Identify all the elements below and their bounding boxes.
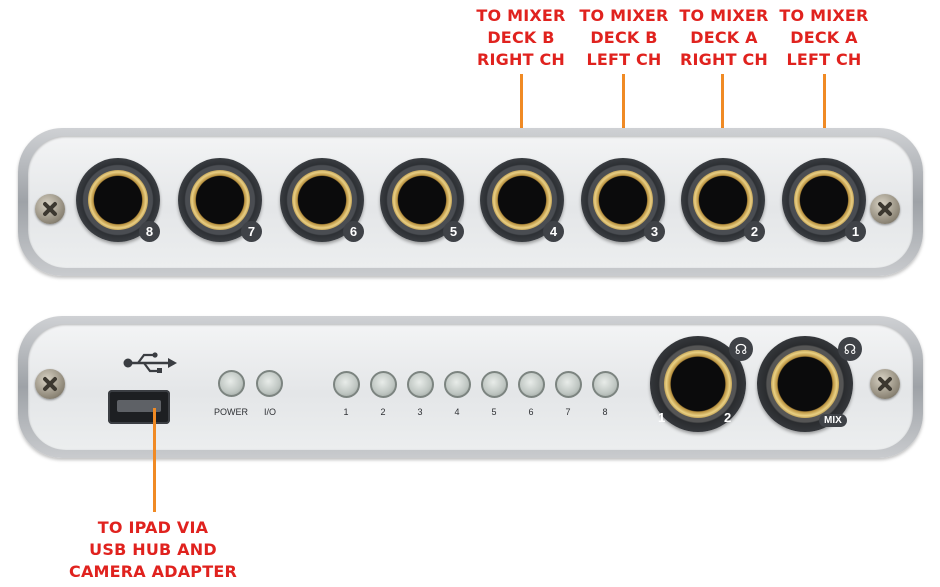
jack-socket [492,170,552,230]
output-jack-4[interactable]: 4 [480,158,564,242]
jack-number: 1 [845,221,866,242]
usb-icon [123,352,177,373]
channel-led-3 [407,371,434,398]
usb-port[interactable] [108,390,170,424]
jack-number: 4 [543,221,564,242]
callout-deck-a-right: TO MIXER DECK A RIGHT CH [670,5,778,71]
callout-line: RIGHT CH [476,50,565,69]
callout-deck-b-right: TO MIXER DECK B RIGHT CH [465,5,577,71]
callout-line: TO MIXER [779,6,869,25]
leader-line [153,408,156,512]
jack-socket [392,170,452,230]
channel-led-label: 7 [565,407,571,417]
channel-led-5 [481,371,508,398]
screw-icon [870,194,900,224]
callout-line: DECK B [590,28,658,47]
jack-socket [664,350,732,418]
power-led [218,370,245,397]
callout-line: USB HUB AND [89,540,217,559]
output-jack-7[interactable]: 7 [178,158,262,242]
headphone-icon: ☊ [729,337,753,361]
output-jack-6[interactable]: 6 [280,158,364,242]
io-label: I/O [263,407,276,417]
output-label-1: 1 [658,410,666,425]
headphone-icon: ☊ [838,337,862,361]
screw-icon [35,369,65,399]
output-jack-8[interactable]: 8 [76,158,160,242]
headphone-output-mix[interactable]: MIX [757,336,853,432]
jack-number: 2 [744,221,765,242]
jack-socket [593,170,653,230]
screw-icon [870,369,900,399]
callout-deck-a-left: TO MIXER DECK A LEFT CH [770,5,878,71]
screw-icon [35,194,65,224]
callout-usb: TO IPAD VIA USB HUB AND CAMERA ADAPTER [58,517,248,583]
channel-led-8 [592,371,619,398]
mix-badge: MIX [819,414,847,427]
jack-socket [771,350,839,418]
callout-line: RIGHT CH [679,50,768,69]
jack-number: 7 [241,221,262,242]
channel-led-label: 5 [491,407,497,417]
channel-led-4 [444,371,471,398]
callout-line: LEFT CH [786,50,862,69]
power-label: POWER [213,407,248,417]
callout-line: TO MIXER [679,6,769,25]
callout-line: TO MIXER [579,6,669,25]
jack-socket [292,170,352,230]
output-jack-5[interactable]: 5 [380,158,464,242]
callout-line: DECK B [487,28,555,47]
channel-led-2 [370,371,397,398]
callout-line: TO MIXER [476,6,566,25]
callout-line: DECK A [790,28,858,47]
output-jack-2[interactable]: 2 [681,158,765,242]
jack-number: 3 [644,221,665,242]
callout-line: DECK A [690,28,758,47]
callout-line: LEFT CH [586,50,662,69]
channel-led-7 [555,371,582,398]
channel-led-label: 4 [454,407,460,417]
jack-socket [693,170,753,230]
output-jack-3[interactable]: 3 [581,158,665,242]
jack-socket [794,170,854,230]
channel-led-label: 3 [417,407,423,417]
channel-led-label: 1 [343,407,349,417]
output-label-2: 2 [724,410,732,425]
channel-led-label: 2 [380,407,386,417]
jack-number: 5 [443,221,464,242]
output-jack-1[interactable]: 1 [782,158,866,242]
channel-led-label: 8 [602,407,608,417]
io-led [256,370,283,397]
jack-number: 8 [139,221,160,242]
top-panel-face [28,136,913,268]
callout-line: CAMERA ADAPTER [69,562,237,581]
callout-deck-b-left: TO MIXER DECK B LEFT CH [570,5,678,71]
callout-line: TO IPAD VIA [97,518,209,537]
top-panel [18,128,923,276]
channel-led-1 [333,371,360,398]
channel-led-label: 6 [528,407,534,417]
jack-socket [88,170,148,230]
jack-number: 6 [343,221,364,242]
channel-led-6 [518,371,545,398]
jack-socket [190,170,250,230]
